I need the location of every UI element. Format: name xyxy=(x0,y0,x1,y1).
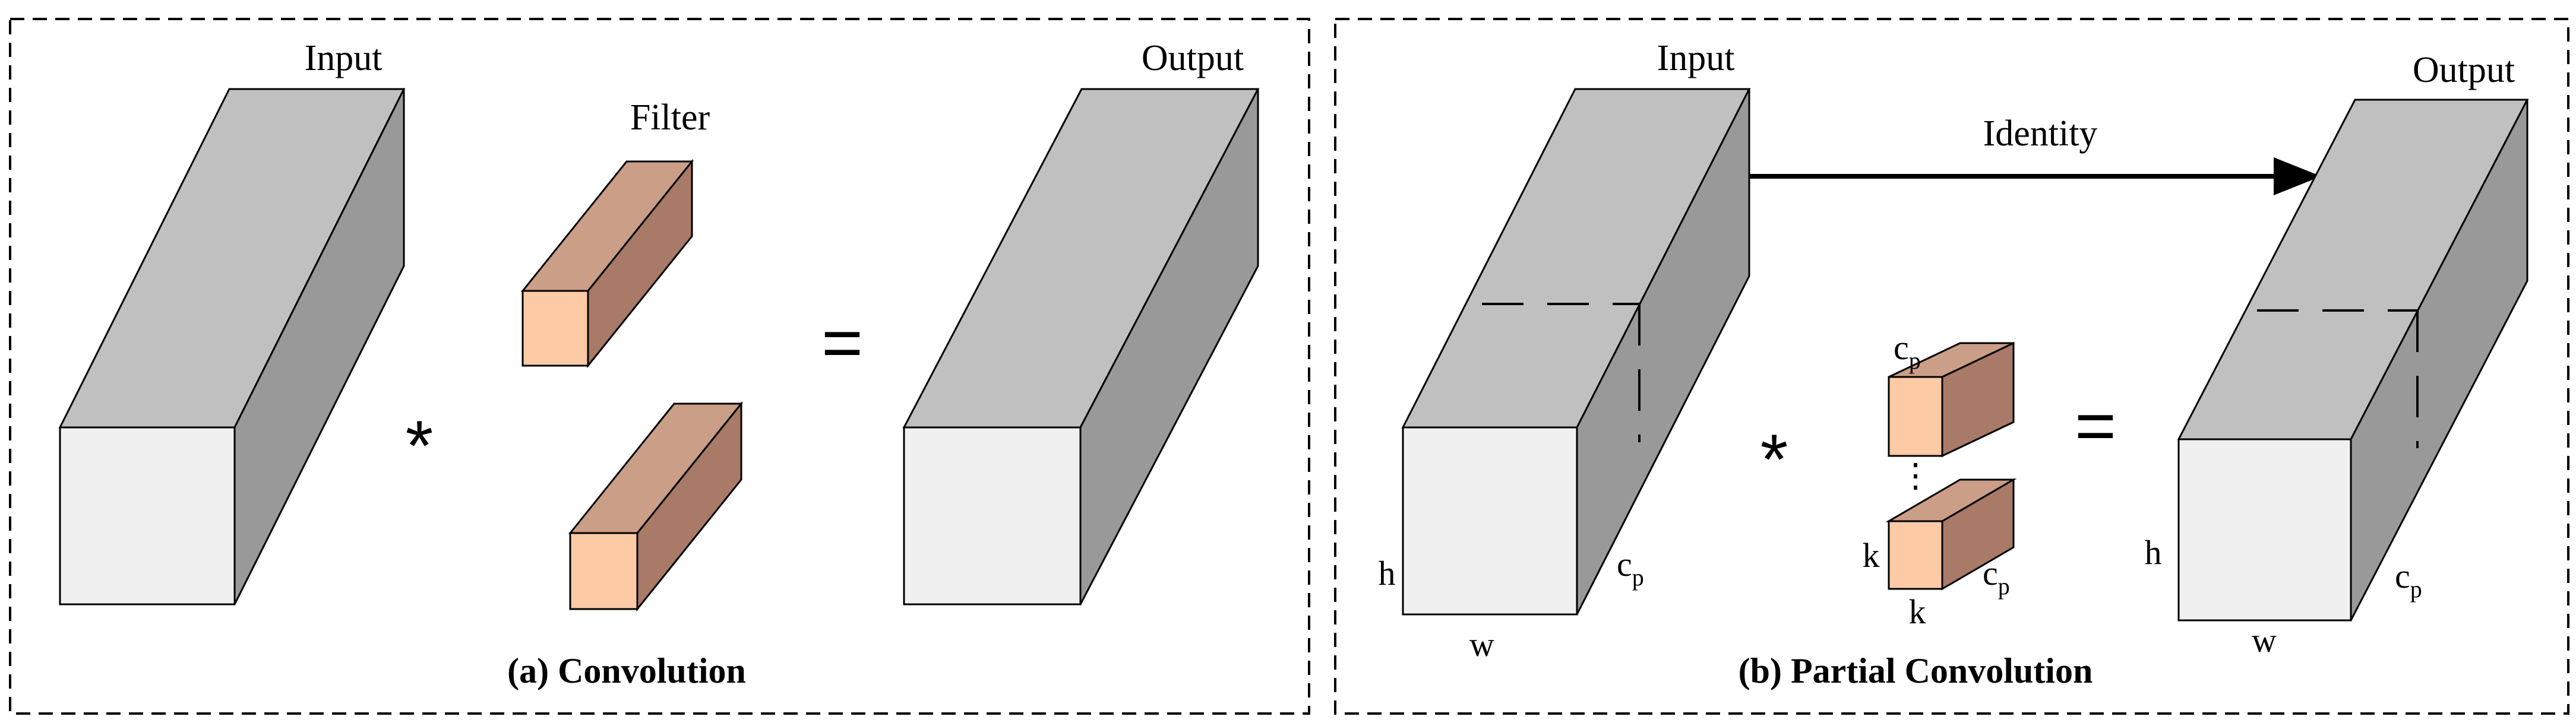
pc-input-label: Input xyxy=(1657,38,1735,78)
filter-cube-bottom xyxy=(568,401,744,612)
pc-filter-k-bottom-label: k xyxy=(1909,592,1926,631)
panel-b-partial-convolution: Input h w cp Identity * cp ⋮ k k cp = xyxy=(1334,18,2569,715)
pc-input-front-face xyxy=(1402,426,1578,616)
equals-sign: = xyxy=(821,303,863,382)
pc-input-w-label: w xyxy=(1469,625,1494,664)
pc-equals-sign: = xyxy=(2075,386,2116,465)
input-tensor xyxy=(58,88,406,605)
pc-input-tensor xyxy=(1401,88,1751,616)
pc-filter-ellipsis: ⋮ xyxy=(1899,458,1932,494)
filter-bottom-front-face xyxy=(569,532,639,610)
panel-a-border xyxy=(9,18,1310,715)
panel-a-convolution: Input * Filter = Output (a) Convolution xyxy=(9,18,1310,715)
pc-input-cp-label: cp xyxy=(1617,545,1644,591)
output-label: Output xyxy=(1142,38,1244,78)
pc-output-tensor xyxy=(2177,99,2529,622)
pc-output-front-face xyxy=(2177,438,2352,622)
pc-filter-bottom-front-face xyxy=(1888,520,1943,590)
input-label: Input xyxy=(305,38,383,78)
filter-top-front-face xyxy=(521,290,589,367)
pc-filter-top-cp-label: cp xyxy=(1894,328,1921,374)
pc-filter-k-side-label: k xyxy=(1863,536,1880,575)
filter-cube-top xyxy=(520,158,694,369)
pc-filter-bottom-cp-label: cp xyxy=(1983,554,2010,600)
pc-output-h-label: h xyxy=(2145,533,2162,572)
identity-label: Identity xyxy=(1983,113,2098,154)
convolution-operator: * xyxy=(406,406,434,486)
output-tensor xyxy=(902,88,1260,605)
pc-input-h-label: h xyxy=(1379,554,1396,592)
output-front-face xyxy=(903,426,1082,605)
panel-a-caption: (a) Convolution xyxy=(507,651,746,690)
panel-b-caption: (b) Partial Convolution xyxy=(1739,651,2093,690)
pc-filter-top-front-face xyxy=(1888,376,1943,457)
filter-label: Filter xyxy=(630,97,710,138)
input-front-face xyxy=(59,426,236,605)
panel-b-border xyxy=(1334,18,2569,715)
pc-output-cp-label: cp xyxy=(2395,557,2422,603)
pc-output-label: Output xyxy=(2413,50,2515,90)
pc-convolution-operator: * xyxy=(1760,420,1788,499)
pc-output-w-label: w xyxy=(2252,621,2277,660)
pc-filter-cube-top xyxy=(1888,341,2015,458)
pc-filter-cube-bottom xyxy=(1885,478,2017,591)
